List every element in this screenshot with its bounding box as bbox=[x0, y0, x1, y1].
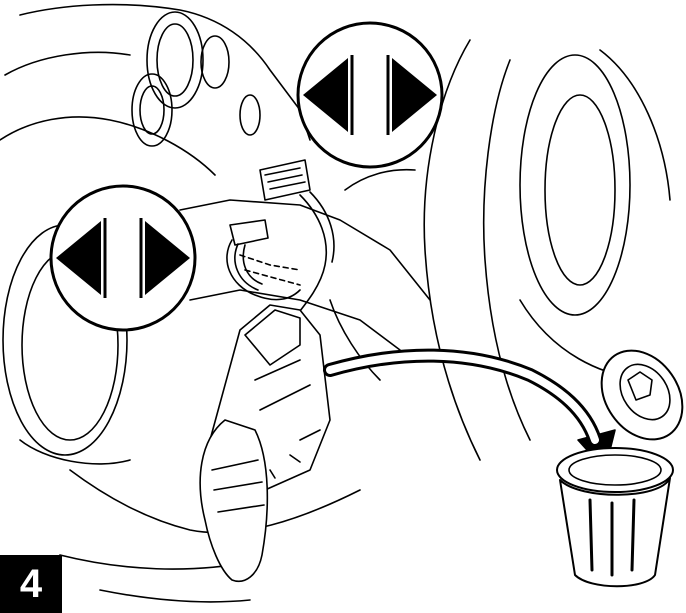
disconnect-connector-icon bbox=[51, 186, 195, 330]
wiring-harness bbox=[227, 160, 334, 330]
instrument-cluster bbox=[0, 5, 310, 175]
combination-switch bbox=[200, 305, 330, 581]
trash-bin-icon bbox=[557, 335, 686, 586]
step-number-badge: 4 bbox=[0, 555, 62, 613]
disconnect-connector-icon bbox=[298, 23, 442, 167]
